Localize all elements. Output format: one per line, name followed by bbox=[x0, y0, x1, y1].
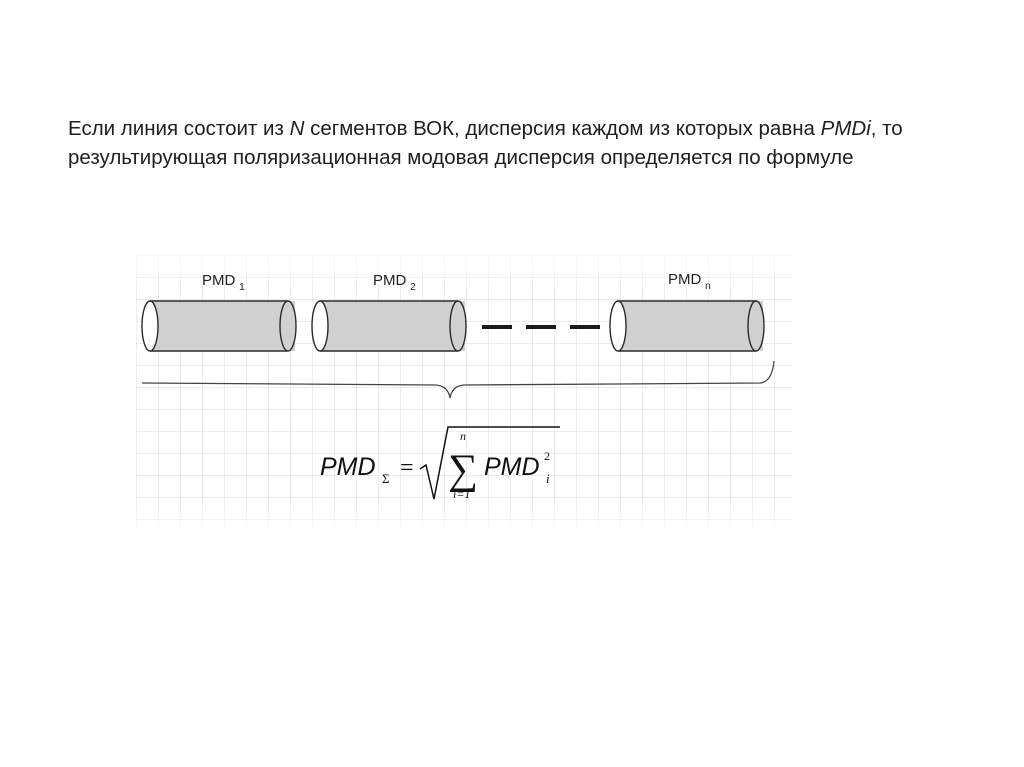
fiber-segment-n bbox=[609, 300, 765, 352]
formula-equals: = bbox=[400, 455, 414, 481]
fiber-segment-1 bbox=[141, 300, 297, 352]
segment-label-n-text: PMD bbox=[668, 271, 702, 288]
variable-pmdi: PMDi bbox=[820, 117, 871, 140]
square-root-symbol bbox=[419, 426, 560, 500]
segment-label-2-text: PMD bbox=[373, 272, 407, 289]
summation-upper-limit: n bbox=[460, 429, 466, 443]
curly-brace bbox=[141, 360, 775, 399]
formula-lhs: PMD bbox=[320, 453, 376, 481]
segment-label-2: PMD 2 bbox=[373, 272, 416, 293]
segment-label-n: PMD n bbox=[668, 271, 711, 292]
formula-term: PMD bbox=[484, 453, 540, 481]
paragraph-part-2: сегментов ВОК, дисперсия каждом из котор… bbox=[304, 117, 821, 140]
segment-label-1-subscript: 1 bbox=[239, 281, 245, 293]
segment-label-1-text: PMD bbox=[202, 272, 236, 289]
summation-lower-limit: i=1 bbox=[453, 487, 470, 501]
fiber-segment-2 bbox=[311, 300, 467, 352]
paragraph-part-3: , то результирующая поляризационная модо… bbox=[68, 117, 903, 169]
diagram-svg: PMD 1 PMD 2 bbox=[136, 255, 792, 527]
summation-symbol: ∑ bbox=[448, 447, 478, 493]
segment-label-1: PMD 1 bbox=[202, 272, 245, 293]
formula-lhs-subscript: Σ bbox=[382, 471, 390, 486]
paragraph-part-1: Если линия состоит из bbox=[68, 117, 290, 140]
fiber-segments-diagram: PMD 1 PMD 2 bbox=[136, 255, 792, 527]
segment-label-n-subscript: n bbox=[705, 280, 711, 292]
variable-n: N bbox=[289, 117, 305, 140]
pmd-formula: PMD Σ = ∑ n i=1 PMD 2 i bbox=[320, 426, 560, 501]
segment-label-2-subscript: 2 bbox=[410, 281, 416, 293]
formula-term-superscript: 2 bbox=[544, 449, 550, 463]
slide-paragraph: Если линия состоит из N сегментов ВОК, д… bbox=[68, 114, 948, 172]
formula-term-subscript: i bbox=[546, 471, 550, 486]
